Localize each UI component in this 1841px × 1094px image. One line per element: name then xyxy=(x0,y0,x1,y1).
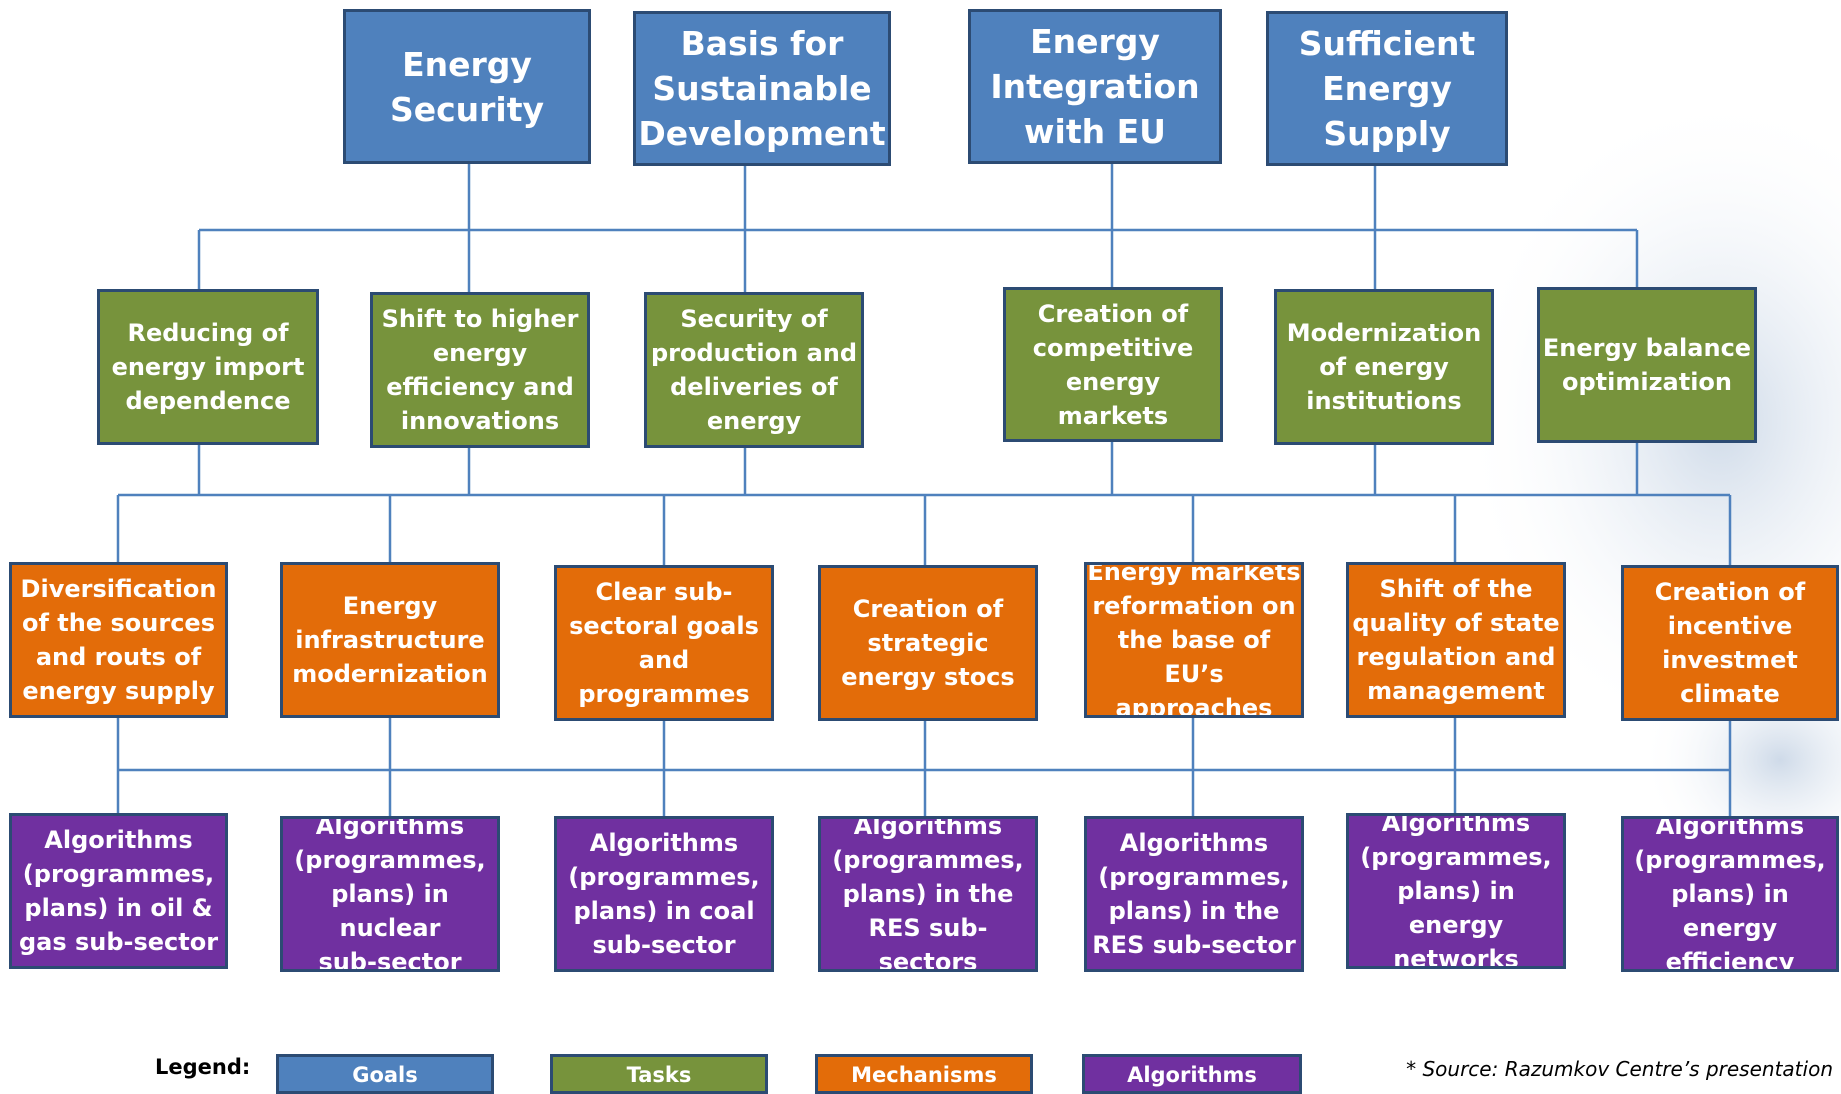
mechanism-energy-markets-reformation: Energy markets reformation on the base o… xyxy=(1084,562,1304,718)
task-label: Reducing of energy import dependence xyxy=(111,319,305,415)
algorithm-label: Algorithms (programmes, plans) in the RE… xyxy=(832,816,1024,972)
mechanism-label: Energy infrastructure modernization xyxy=(292,592,488,688)
task-reducing-import-dependence: Reducing of energy import dependence xyxy=(97,289,319,445)
task-competitive-energy-markets: Creation of competitive energy markets xyxy=(1003,287,1223,442)
goal-sustainable-development: Basis for Sustainable Development xyxy=(633,11,891,166)
task-label: Energy balance optimization xyxy=(1542,334,1752,396)
goal-energy-integration-eu: Energy Integration with EU xyxy=(968,9,1222,164)
goal-label: Sufficient Energy Supply xyxy=(1298,24,1476,153)
legend-mechanisms: Mechanisms xyxy=(815,1054,1033,1094)
mechanism-sub-sectoral-goals: Clear sub- sectoral goals and programmes xyxy=(554,565,774,721)
legend-title: Legend: xyxy=(155,1055,251,1079)
mechanism-diversification: Diversification of the sources and routs… xyxy=(9,562,228,718)
algorithm-label: Algorithms (programmes, plans) in nuclea… xyxy=(294,816,486,972)
goal-sufficient-energy-supply: Sufficient Energy Supply xyxy=(1266,11,1508,166)
legend-tasks: Tasks xyxy=(550,1054,768,1094)
mechanism-strategic-energy-stocks: Creation of strategic energy stocs xyxy=(818,565,1038,721)
legend-algorithms: Algorithms xyxy=(1082,1054,1302,1094)
goal-energy-security: Energy Security xyxy=(343,9,591,164)
algorithm-energy-efficiency: Algorithms (programmes, plans) in energy… xyxy=(1621,816,1839,972)
task-label: Modernization of energy institutions xyxy=(1286,319,1482,415)
algorithm-nuclear: Algorithms (programmes, plans) in nuclea… xyxy=(280,816,500,972)
algorithm-label: Algorithms (programmes, plans) in coal s… xyxy=(568,829,760,959)
mechanism-infrastructure-modernization: Energy infrastructure modernization xyxy=(280,562,500,718)
mechanism-state-regulation: Shift of the quality of state regulation… xyxy=(1346,562,1566,718)
task-label: Creation of competitive energy markets xyxy=(1032,299,1194,430)
task-energy-balance-optimization: Energy balance optimization xyxy=(1537,287,1757,443)
source-note: * Source: Razumkov Centre’s presentation xyxy=(1406,1057,1833,1081)
task-label: Shift to higher energy efficiency and in… xyxy=(381,305,579,435)
goal-label: Basis for Sustainable Development xyxy=(638,24,886,153)
algorithm-label: Algorithms (programmes, plans) in the RE… xyxy=(1092,829,1296,959)
algorithm-oil-gas: Algorithms (programmes, plans) in oil & … xyxy=(9,813,228,969)
algorithm-energy-networks: Algorithms (programmes, plans) in energy… xyxy=(1346,813,1566,969)
algorithm-res-sub-sector: Algorithms (programmes, plans) in the RE… xyxy=(1084,816,1304,972)
task-energy-efficiency-innovations: Shift to higher energy efficiency and in… xyxy=(370,292,590,448)
algorithm-label: Algorithms (programmes, plans) in energy… xyxy=(1360,813,1552,969)
task-modernization-energy-institutions: Modernization of energy institutions xyxy=(1274,289,1494,445)
algorithm-res-sub-sectors: Algorithms (programmes, plans) in the RE… xyxy=(818,816,1038,972)
mechanism-label: Energy markets reformation on the base o… xyxy=(1087,562,1301,718)
algorithm-label: Algorithms (programmes, plans) in oil & … xyxy=(18,826,219,956)
mechanism-label: Diversification of the sources and routs… xyxy=(20,575,217,705)
legend-goals: Goals xyxy=(276,1054,494,1094)
mechanism-label: Clear sub- sectoral goals and programmes xyxy=(569,578,759,708)
mechanism-label: Creation of strategic energy stocs xyxy=(841,595,1015,691)
mechanism-investment-climate: Creation of incentive investmet climate xyxy=(1621,565,1839,721)
task-label: Security of production and deliveries of… xyxy=(650,305,858,435)
mechanism-label: Creation of incentive investmet climate xyxy=(1654,578,1806,708)
algorithm-coal: Algorithms (programmes, plans) in coal s… xyxy=(554,816,774,972)
mechanism-label: Shift of the quality of state regulation… xyxy=(1352,575,1560,705)
algorithm-label: Algorithms (programmes, plans) in energy… xyxy=(1634,816,1826,972)
task-security-production-deliveries: Security of production and deliveries of… xyxy=(644,292,864,448)
goal-label: Energy Security xyxy=(389,44,545,129)
goal-label: Energy Integration with EU xyxy=(990,22,1200,151)
